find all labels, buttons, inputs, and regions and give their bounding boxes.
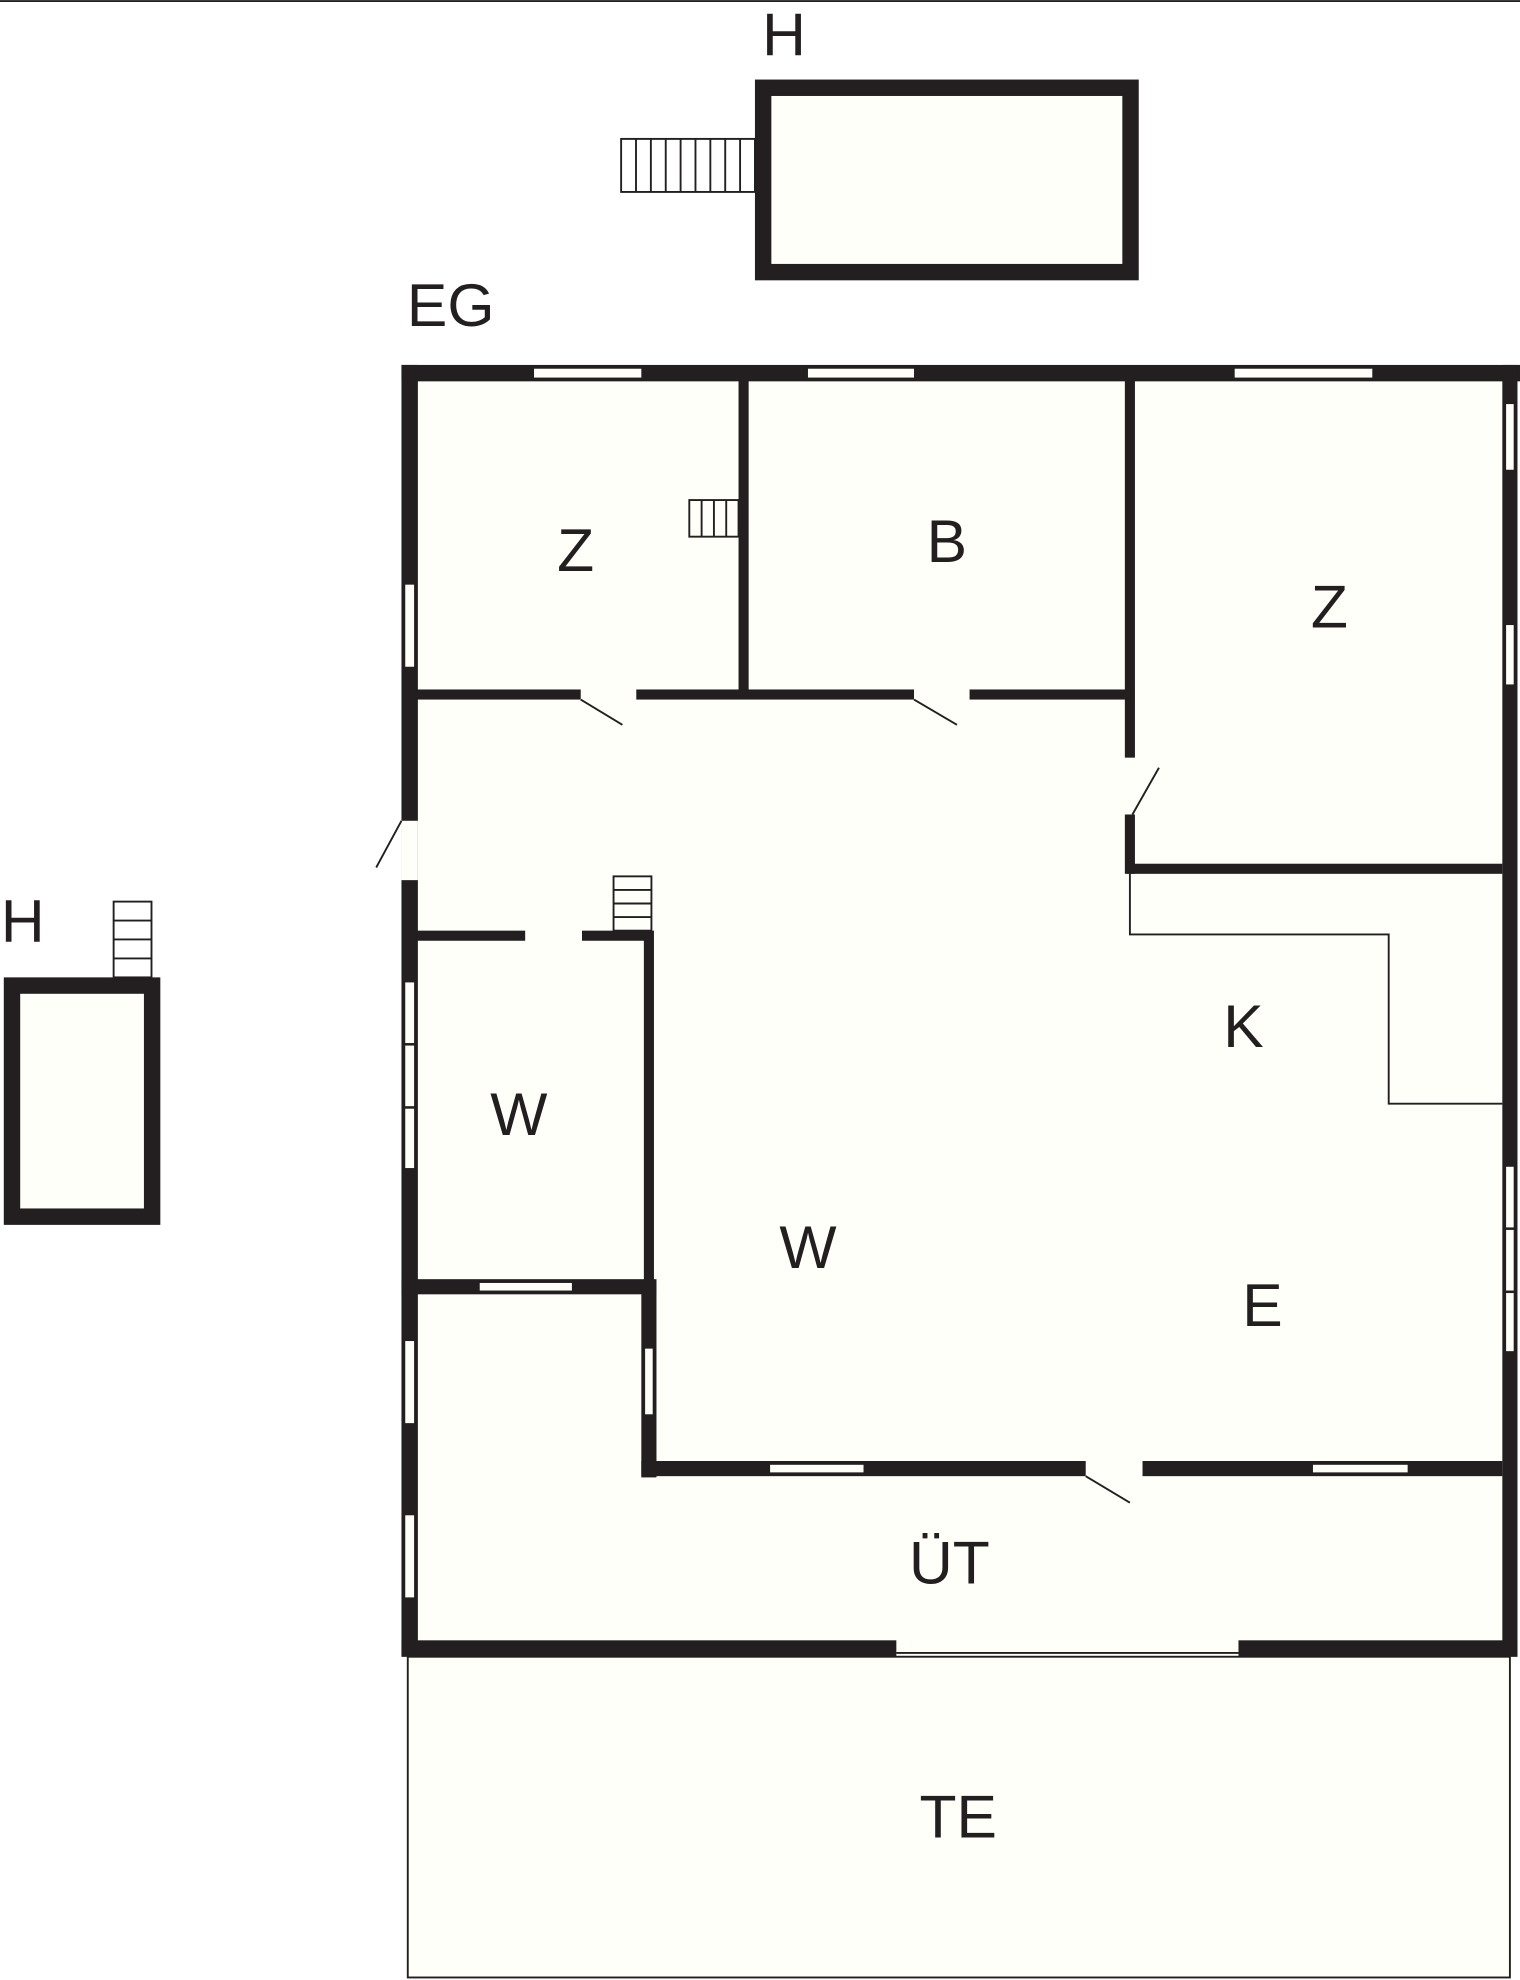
room-label: W [779, 1213, 836, 1281]
stairs-icon [620, 137, 756, 193]
room-label: W [490, 1080, 547, 1148]
stairs-icon [112, 900, 153, 979]
shed-left [3, 900, 161, 1225]
kitchen-counter [1128, 873, 1503, 1105]
shed-left-label: H [1, 887, 45, 955]
terrace [406, 1655, 1511, 1979]
room-label: Z [1311, 573, 1348, 641]
stairs-icon [688, 499, 740, 538]
main-building [375, 364, 1520, 1979]
room-label: B [927, 507, 967, 575]
room-label: ÜT [909, 1528, 990, 1596]
room-label: K [1223, 992, 1263, 1060]
room-label: TE [919, 1782, 996, 1850]
doors [375, 698, 1160, 1504]
shed-top-label: H [762, 1, 806, 69]
windows [405, 368, 1514, 1598]
shed-top [620, 79, 1139, 281]
stairs-icon [612, 875, 653, 932]
room-label: E [1242, 1271, 1282, 1339]
room-label: Z [557, 516, 594, 584]
floor-label: EG [407, 271, 495, 339]
